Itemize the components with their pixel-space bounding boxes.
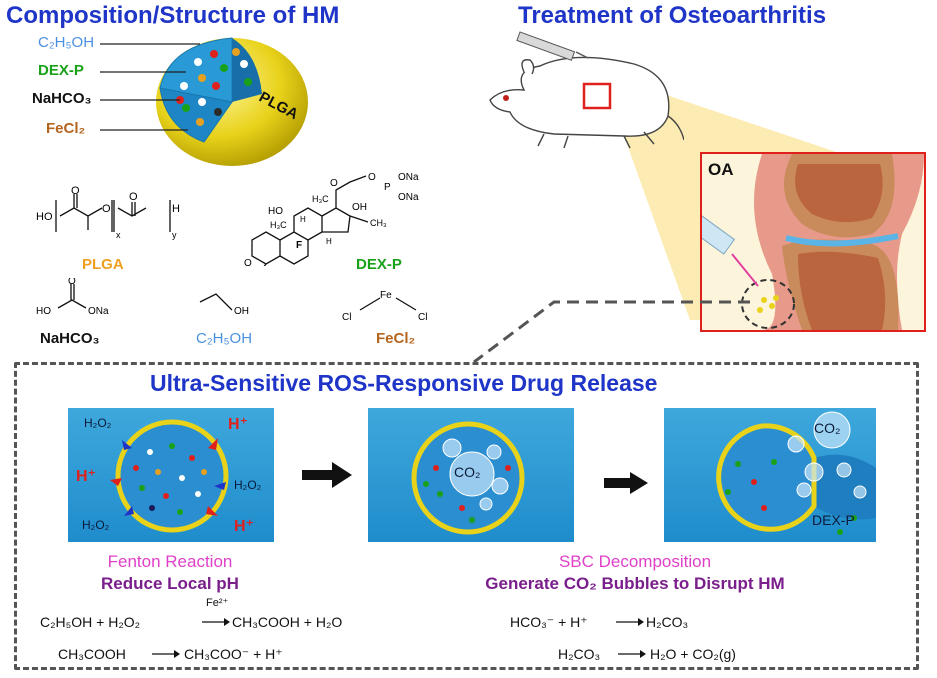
dexp-atom-ch3: CH₃ <box>370 218 387 228</box>
rat-eye <box>503 95 509 101</box>
plga-structure: HO O O O H x y <box>36 186 180 240</box>
plga-atom-o2: O <box>102 203 111 215</box>
component-c2h5oh: C₂H₅OH <box>38 34 95 51</box>
component-nahco3: NaHCO₃ <box>32 90 92 107</box>
sbc-caption-sub: Generate CO₂ Bubbles to Disrupt HM <box>485 574 785 593</box>
plga-subscript-y: y <box>172 230 177 240</box>
dexp-atom-o-ring: O <box>244 258 252 266</box>
stage2-illustration <box>411 421 525 535</box>
fecl2-structure-label: FeCl₂ <box>376 330 416 347</box>
oa-joint-inset: OA <box>700 152 926 332</box>
dexp-atom-oh: OH <box>352 202 367 213</box>
plga-atom-o3: O <box>129 191 138 203</box>
sbc-eq2-right: H₂O + CO₂(g) <box>650 646 736 662</box>
nahco3-atom-ho: HO <box>36 306 51 317</box>
rat-illustration <box>489 31 684 149</box>
nahco3-atom-o: O <box>68 278 76 287</box>
component-fecl2: FeCl₂ <box>46 120 86 137</box>
stage1-label-h2o2-top: H₂O₂ <box>84 416 112 430</box>
fenton-eq1-arrow <box>202 618 230 626</box>
dexp-atom-o-phos: O <box>368 172 376 183</box>
fenton-caption-sub: Reduce Local pH <box>101 574 239 593</box>
dexp-structure-label: DEX-P <box>356 256 402 273</box>
fenton-caption-title: Fenton Reaction <box>107 552 233 571</box>
sbc-caption-title: SBC Decomposition <box>558 552 712 571</box>
rat-knee-highlight <box>582 82 612 110</box>
dexp-atom-ona-bottom: ONa <box>398 192 419 203</box>
sbc-eq1-right: H₂CO₃ <box>646 614 689 630</box>
stage3-illustration <box>716 411 876 535</box>
fecl2-structure: Fe Cl Cl <box>342 290 427 323</box>
c2h5oh-atom-oh: OH <box>234 306 249 317</box>
stage1-label-h2o2-right: H₂O₂ <box>234 478 262 492</box>
fenton-eq1-catalyst: Fe²⁺ <box>206 597 229 609</box>
sbc-eq1-arrow <box>616 618 644 626</box>
component-leader-lines <box>100 43 200 131</box>
dexp-atom-o-ketone: O <box>330 178 338 189</box>
dexp-atom-h2: H <box>326 237 332 246</box>
dexp-atom-h3c-top: H₃C <box>312 194 329 204</box>
stage1-label-h2o2-bottom: H₂O₂ <box>82 518 110 532</box>
fenton-eq2-arrow <box>152 650 180 658</box>
stage3-dexp-label: DEX-P <box>812 512 855 528</box>
stage1-label-hplus-top: H⁺ <box>228 416 248 433</box>
stage1-fenton-panel: H₂O₂ H⁺ H⁺ H₂O₂ H₂O₂ H⁺ <box>68 408 274 542</box>
fenton-eq2-left: CH₃COOH <box>58 646 126 662</box>
hm-sphere-illustration: PLGA <box>156 37 308 166</box>
plga-atom-h: H <box>172 203 180 215</box>
plga-subscript-x: x <box>116 230 121 240</box>
injection-needle-icon <box>702 215 759 287</box>
fecl2-atom-cl-right: Cl <box>418 312 427 323</box>
nahco3-atom-ona: ONa <box>88 306 109 317</box>
joint-illustration <box>702 154 924 330</box>
stage3-release-panel: CO₂ DEX-P <box>664 408 876 542</box>
treatment-heading: Treatment of Osteoarthritis <box>518 2 827 29</box>
dexp-atom-f: F <box>296 240 302 251</box>
fecl2-atom-cl-left: Cl <box>342 312 351 323</box>
sbc-eq2-left: H₂CO₃ <box>558 646 601 662</box>
fenton-eq1-right: CH₃COOH + H₂O <box>232 614 343 630</box>
stage-arrow-2 <box>604 472 648 494</box>
nahco3-structure: O HO ONa <box>36 278 109 317</box>
connector-dashed-line <box>473 300 750 364</box>
release-heading: Ultra-Sensitive ROS-Responsive Drug Rele… <box>150 370 658 396</box>
syringe-icon <box>516 31 589 61</box>
dexp-atom-ona-top: ONa <box>398 172 419 183</box>
composition-heading: Composition/Structure of HM <box>6 2 340 29</box>
stage3-co2-label: CO₂ <box>814 420 841 436</box>
c2h5oh-structure-label: C₂H₅OH <box>196 330 253 347</box>
stage1-label-hplus-bottom: H⁺ <box>234 518 254 535</box>
plga-structure-label: PLGA <box>82 256 124 273</box>
dexp-atom-h3c-mid: H₃C <box>270 220 287 230</box>
drug-release-panel <box>14 362 919 670</box>
component-dexp: DEX-P <box>38 62 84 79</box>
plga-atom-o1: O <box>71 186 80 197</box>
plga-atom-ho: HO <box>36 211 53 223</box>
stage2-co2-label: CO₂ <box>454 464 481 480</box>
fenton-eq2-right: CH₃COO⁻ + H⁺ <box>184 646 283 662</box>
dexp-atom-h1: H <box>300 215 306 224</box>
stage2-sbc-panel: CO₂ <box>368 408 574 542</box>
oa-label: OA <box>708 160 734 179</box>
fenton-eq1-left: C₂H₅OH + H₂O₂ <box>40 614 141 630</box>
stage-arrow-1 <box>302 462 352 488</box>
sbc-eq1-left: HCO₃⁻ + H⁺ <box>510 614 588 630</box>
stage1-label-hplus-left: H⁺ <box>76 468 96 485</box>
sbc-eq2-arrow <box>618 650 646 658</box>
stage1-illustration <box>110 419 229 533</box>
dexp-structure: ONa O P ONa O H₃C OH HO H₃C CH₃ F O H H <box>244 172 419 266</box>
fecl2-atom-fe: Fe <box>380 290 392 301</box>
c2h5oh-structure: OH <box>199 293 249 317</box>
dexp-atom-ho: HO <box>268 206 283 217</box>
nahco3-structure-label: NaHCO₃ <box>40 330 100 347</box>
dexp-atom-p: P <box>384 182 391 193</box>
sphere-cutaway-inner <box>232 38 262 102</box>
